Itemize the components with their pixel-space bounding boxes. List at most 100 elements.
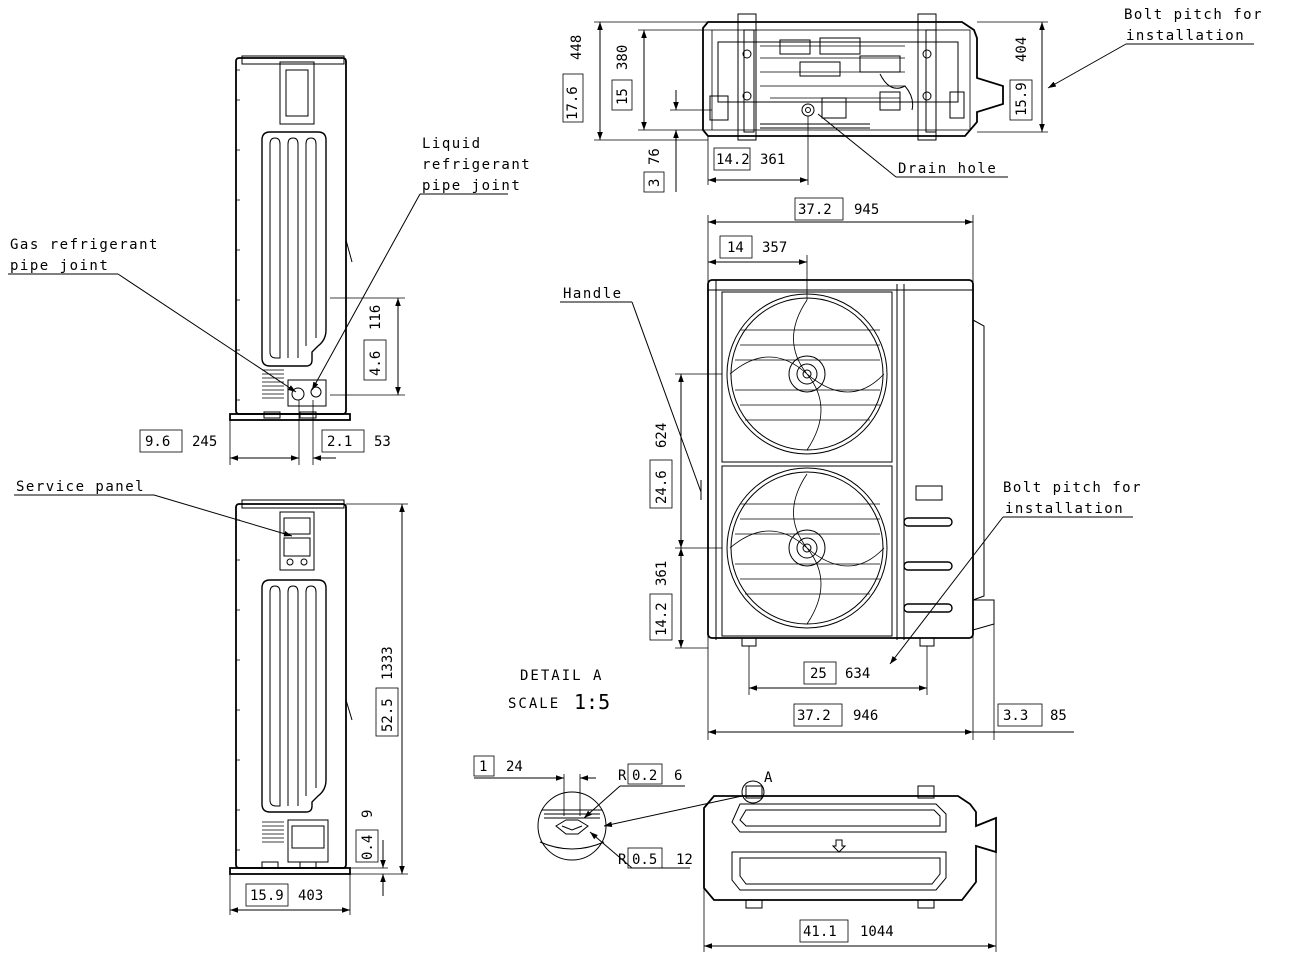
svg-text:380: 380 xyxy=(615,45,631,70)
svg-text:pipe joint: pipe joint xyxy=(10,258,109,274)
dim-top-76: 3 76 xyxy=(643,148,665,193)
bottom-view: A xyxy=(603,770,997,909)
svg-text:361: 361 xyxy=(760,152,785,168)
dim-side-1333: 52.5 1333 xyxy=(375,646,399,737)
svg-text:24: 24 xyxy=(506,759,523,775)
svg-text:14.2: 14.2 xyxy=(716,152,750,168)
svg-text:installation: installation xyxy=(1126,28,1245,44)
svg-text:15: 15 xyxy=(615,88,631,105)
svg-text:946: 946 xyxy=(853,708,878,724)
dim-front-85: 3.3 85 xyxy=(997,703,1067,727)
side-lower-dimensions xyxy=(229,503,408,915)
front-view-dimensions xyxy=(675,215,1074,740)
svg-text:41.1: 41.1 xyxy=(803,924,837,940)
callout-bolt-pitch-front: Bolt pitch for installation xyxy=(889,480,1142,665)
dim-top-404: 15.9 404 xyxy=(1009,37,1033,121)
top-view xyxy=(702,13,1004,141)
svg-text:Liquid: Liquid xyxy=(422,136,482,152)
svg-text:installation: installation xyxy=(1005,501,1124,517)
dim-top-380: 15 380 xyxy=(611,45,633,111)
svg-text:DETAIL A: DETAIL A xyxy=(520,668,603,684)
svg-text:15.9: 15.9 xyxy=(250,888,284,904)
side-upper-dimensions xyxy=(229,297,405,465)
detail-a-title: DETAIL A SCALE 1:5 xyxy=(508,668,610,714)
detail-scale-prefix: SCALE xyxy=(508,696,560,712)
svg-text:R: R xyxy=(618,852,627,868)
side-view-upper xyxy=(229,55,353,421)
svg-text:pipe joint: pipe joint xyxy=(422,178,521,194)
svg-text:403: 403 xyxy=(298,888,323,904)
fan-grille-upper xyxy=(726,293,888,455)
callout-bolt-pitch-top: Bolt pitch for installation xyxy=(1047,7,1263,89)
svg-text:3: 3 xyxy=(647,179,663,187)
svg-text:245: 245 xyxy=(192,434,217,450)
svg-text:refrigerant: refrigerant xyxy=(422,157,531,173)
svg-text:Handle: Handle xyxy=(563,286,623,302)
svg-text:R: R xyxy=(618,768,627,784)
svg-text:17.6: 17.6 xyxy=(565,86,581,120)
svg-text:Bolt pitch for: Bolt pitch for xyxy=(1124,7,1263,23)
svg-text:12: 12 xyxy=(676,852,693,868)
hatch-vent xyxy=(262,369,284,399)
svg-text:37.2: 37.2 xyxy=(798,202,832,218)
svg-text:Gas refrigerant: Gas refrigerant xyxy=(10,237,159,253)
svg-text:Bolt pitch for: Bolt pitch for xyxy=(1003,480,1142,496)
dim-front-624: 24.6 624 xyxy=(649,423,673,509)
svg-text:Service panel: Service panel xyxy=(16,479,145,495)
svg-text:4.6: 4.6 xyxy=(368,351,384,376)
callout-gas-pipe: Gas refrigerant pipe joint xyxy=(8,237,297,393)
svg-text:14.2: 14.2 xyxy=(654,602,670,636)
dim-side-403: 15.9 403 xyxy=(245,883,323,907)
dim-side-9: 0.4 9 xyxy=(355,810,379,863)
dim-side-116: 4.6 116 xyxy=(363,305,387,381)
svg-text:404: 404 xyxy=(1014,37,1030,62)
dim-detail-r12: R 0.5 12 xyxy=(618,847,693,869)
svg-text:25: 25 xyxy=(810,666,827,682)
svg-text:24.6: 24.6 xyxy=(654,470,670,504)
dim-front-357: 14 357 xyxy=(719,235,787,259)
svg-text:52.5: 52.5 xyxy=(380,698,396,732)
front-view xyxy=(700,279,995,647)
dim-top-361: 14.2 361 xyxy=(713,147,785,171)
hatch-vent-lower xyxy=(262,821,284,843)
side-view-lower xyxy=(229,499,353,875)
svg-text:361: 361 xyxy=(654,561,670,586)
detail-scale-value: 1:5 xyxy=(574,690,610,714)
callout-handle: Handle xyxy=(560,286,702,493)
dim-detail-24: 1 24 xyxy=(473,755,523,777)
svg-text:1333: 1333 xyxy=(380,646,396,680)
dim-top-448: 17.6 448 xyxy=(562,35,585,123)
svg-text:53: 53 xyxy=(374,434,391,450)
dim-side-245: 9.6 245 xyxy=(139,429,217,453)
svg-text:14: 14 xyxy=(727,240,744,256)
svg-text:1044: 1044 xyxy=(860,924,894,940)
dim-detail-r6: R 0.2 6 xyxy=(618,763,682,785)
dim-side-53: 2.1 53 xyxy=(321,429,391,453)
callout-liquid-pipe: Liquid refrigerant pipe joint xyxy=(311,136,531,391)
dim-front-634: 25 634 xyxy=(803,661,870,685)
svg-text:357: 357 xyxy=(762,240,787,256)
detail-a-marker: A xyxy=(764,770,773,786)
svg-text:0.2: 0.2 xyxy=(632,768,657,784)
svg-text:85: 85 xyxy=(1050,708,1067,724)
callout-service-panel: Service panel xyxy=(14,479,293,537)
svg-text:0.4: 0.4 xyxy=(360,835,376,860)
top-view-dimensions xyxy=(594,21,1048,192)
dim-front-361: 14.2 361 xyxy=(649,561,673,641)
svg-text:Drain hole: Drain hole xyxy=(898,161,997,177)
svg-text:2.1: 2.1 xyxy=(327,434,352,450)
dim-bottom-1044: 41.1 1044 xyxy=(799,919,894,943)
svg-text:9.6: 9.6 xyxy=(145,434,170,450)
svg-text:1: 1 xyxy=(479,759,487,775)
dim-inch-value: 17.6 xyxy=(565,86,581,120)
fan-grille-lower xyxy=(726,467,888,629)
dim-front-946: 37.2 946 xyxy=(793,703,878,727)
callout-drain-hole: Drain hole xyxy=(817,113,1008,178)
svg-text:76: 76 xyxy=(647,148,663,165)
svg-text:6: 6 xyxy=(674,768,682,784)
dim-mm-value: 448 xyxy=(569,35,585,60)
svg-text:116: 116 xyxy=(368,305,384,330)
svg-text:15.9: 15.9 xyxy=(1014,82,1030,116)
svg-text:37.2: 37.2 xyxy=(797,708,831,724)
